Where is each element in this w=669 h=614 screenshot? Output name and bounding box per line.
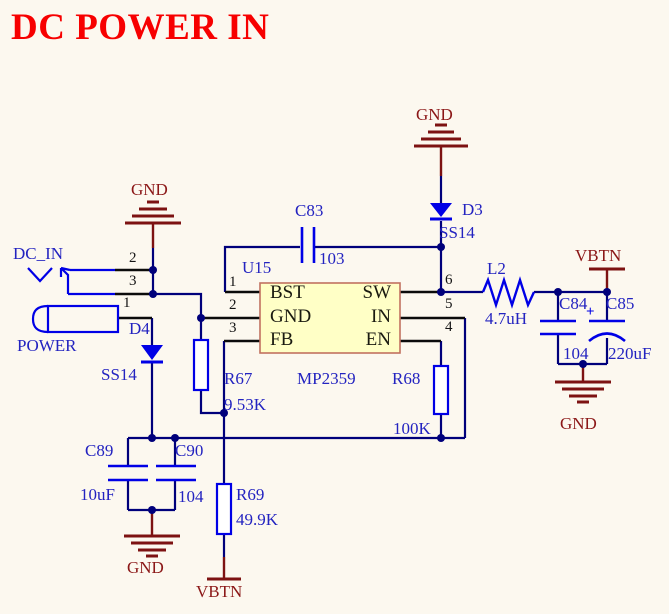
ic-pin-number-5: 5 [445,296,453,312]
ground-symbols [124,123,625,581]
label-r67-ref: R67 [224,369,253,388]
label-d4-value: SS14 [101,365,137,384]
label-c84-ref: C84 [559,294,588,313]
label-r68-value: 100K [393,419,431,438]
ic-pin-number-4: 4 [445,319,453,335]
label-c89-value: 10uF [80,485,115,504]
label-c83-value: 103 [319,249,345,268]
conn-pin-number-2: 2 [129,250,137,266]
power-plug-icon [31,304,120,334]
c85-polarity-mark: + [586,304,595,320]
jack-chevron [27,267,53,283]
cap-c89-icon [108,464,148,482]
wire-in-rail [128,318,467,440]
ic-pin-name-in: IN [370,306,391,327]
inductor-l2-icon [481,276,536,309]
label-r69-value: 49.9K [236,510,279,529]
dc-jack-icon [27,266,115,296]
label-c85-value: 220uF [608,344,652,363]
cap-c83-icon [300,227,316,263]
wire-c84-c85 [556,292,609,366]
wire-bst-riser [223,245,300,292]
ic-u15-body [259,282,401,354]
gnd-symbol-bottom-right [555,364,611,404]
ic-pin-name-fb: FB [270,329,294,350]
label-d4-ref: D4 [129,319,150,338]
label-c83-ref: C83 [295,201,324,220]
net-label-vbtn-bottom: VBTN [196,582,243,601]
net-label-gnd-top-right: GND [416,105,453,124]
ic-pin-name-gnd: GND [270,306,312,327]
resistor-r67-icon [192,338,210,392]
conn-pin-number-1: 1 [123,295,131,311]
label-d3-value: SS14 [439,223,475,242]
label-c90-ref: C90 [175,441,204,460]
ic-part-number: MP2359 [297,369,356,388]
jack-arrow-icon [59,266,71,294]
connector-designator: DC_IN [13,244,64,263]
pin-stubs [115,268,465,343]
component-symbols [27,203,626,536]
label-r67-value: 9.53K [224,395,267,414]
cap-c84-icon [540,319,576,336]
label-c90-value: 104 [178,487,204,506]
connector-plug-label: POWER [17,336,77,355]
net-label-gnd-top-left: GND [131,180,168,199]
net-label-gnd-bottom-left: GND [127,558,164,577]
net-label-gnd-bottom-right: GND [560,414,597,433]
ic-pin-name-en: EN [365,329,391,350]
ic-pin-number-3: 3 [229,320,237,336]
gnd-symbol-bottom-left [124,510,180,558]
ic-pin-number-1: 1 [229,274,237,290]
resistor-r68-icon [432,364,450,416]
label-r69-ref: R69 [236,485,265,504]
label-l2-value: 4.7uH [485,309,528,328]
wire-c89-c90 [126,438,177,512]
jack-leads [68,268,115,296]
ic-pin-name-bst: BST [270,282,305,303]
conn-pin-number-3: 3 [129,273,137,289]
label-c85-ref: C85 [606,294,635,313]
page-title: DC POWER IN [11,7,270,48]
ic-pin-name-sw: SW [362,282,392,303]
net-label-vbtn-top: VBTN [575,246,622,265]
label-c84-value: 104 [563,344,589,363]
gnd-symbol-top-left [125,200,181,248]
ic-pin-number-6: 6 [445,272,453,288]
label-l2-ref: L2 [487,259,506,278]
junction-dots [148,243,611,514]
ic-pin-number-2: 2 [229,297,237,313]
ic-designator: U15 [242,258,272,277]
vbtn-port-bottom [207,557,241,581]
label-d3-ref: D3 [462,200,483,219]
gnd-symbol-top-right [414,123,468,176]
cap-c85-icon [588,319,626,343]
diode-d3-icon [430,203,452,221]
label-r68-ref: R68 [392,369,421,388]
label-c89-ref: C89 [85,441,114,460]
cap-c90-icon [156,464,196,482]
resistor-r69-icon [215,482,233,536]
diode-d4-icon [141,345,163,364]
wire-pin3-to-icgnd [153,292,203,318]
